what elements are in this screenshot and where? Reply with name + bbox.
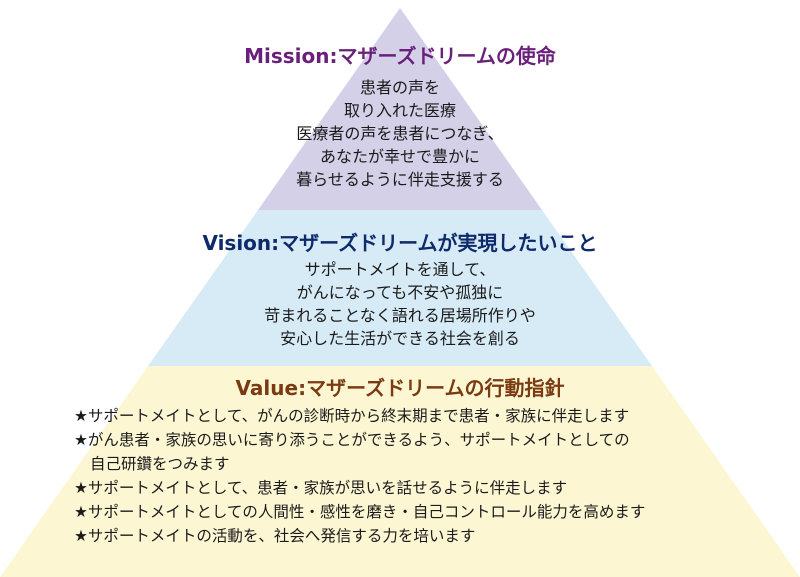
vision-line: がんになっても不安や孤独に <box>296 283 504 302</box>
value-item: ★サポートメイトの活動を、社会へ発信する力を培います <box>74 527 476 545</box>
vision-line: サポートメイトを通して、 <box>304 260 496 279</box>
vision-tier <box>148 210 652 366</box>
vision-line: 安心した生活ができる社会を創る <box>280 329 520 348</box>
vision-title: Vision:マザーズドリームが実現したいこと <box>202 231 598 255</box>
mission-line: 患者の声を <box>359 78 440 97</box>
value-list: ★サポートメイトとして、がんの診断時から終末期まで患者・家族に伴走します ★がん… <box>74 404 774 548</box>
value-item: ★がん患者・家族の思いに寄り添うことができるよう、サポートメイトとしての <box>74 431 630 449</box>
mission-tier <box>258 8 542 210</box>
value-item-continuation: 自己研鑽をつみます <box>90 455 230 473</box>
mission-line: 取り入れた医療 <box>343 101 456 120</box>
value-tier <box>0 366 800 577</box>
value-item: ★サポートメイトとしての人間性・感性を磨き・自己コントロール能力を高めます <box>74 503 646 521</box>
vision-text: サポートメイトを通して、 がんになっても不安や孤独に 苛まれることなく語れる居場… <box>0 258 800 350</box>
mission-line: 暮らせるように伴走支援する <box>296 170 504 189</box>
mission-line: あなたが幸せで豊かに <box>319 147 480 166</box>
mission-line: 医療者の声を患者につなぎ、 <box>296 124 504 143</box>
mission-text: 患者の声を 取り入れた医療 医療者の声を患者につなぎ、 あなたが幸せで豊かに 暮… <box>0 76 800 191</box>
value-title: Value:マザーズドリームの行動指針 <box>235 376 565 400</box>
vision-line: 苛まれることなく語れる居場所作りや <box>264 306 536 325</box>
value-item: ★サポートメイトとして、患者・家族が思いを話せるように伴走します <box>74 479 568 497</box>
value-item: ★サポートメイトとして、がんの診断時から終末期まで患者・家族に伴走します <box>74 407 630 425</box>
mission-title: Mission:マザーズドリームの使命 <box>244 44 556 68</box>
